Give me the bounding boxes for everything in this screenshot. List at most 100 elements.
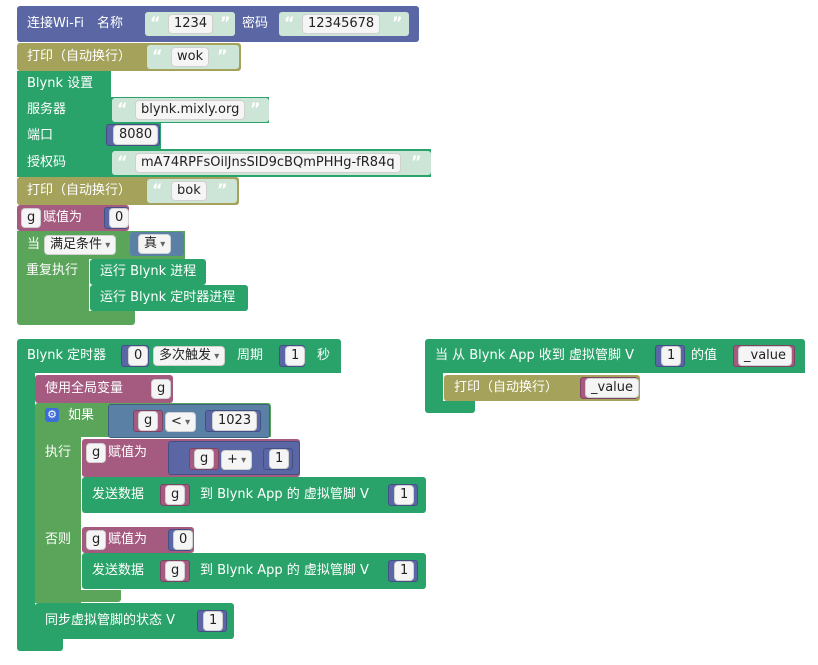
- compare-var-field[interactable]: g: [138, 411, 159, 431]
- quote-open-icon: “: [152, 46, 163, 65]
- quote-open-icon: “: [284, 13, 295, 32]
- quote-open-icon: “: [117, 99, 128, 118]
- else-var-field[interactable]: g: [86, 530, 107, 550]
- wifi-title: 连接Wi-Fi: [27, 16, 85, 31]
- else-assign-label: 赋值为: [108, 532, 148, 547]
- if-label: 如果: [68, 408, 95, 423]
- send2-suffix: 到 Blynk App 的 虚拟管脚 V: [200, 563, 369, 578]
- assign-var-field[interactable]: g: [86, 443, 107, 463]
- wifi-password-field[interactable]: 12345678: [302, 14, 381, 34]
- print-value-field[interactable]: wok: [171, 47, 210, 67]
- while-loop-footer: [17, 311, 135, 325]
- blynk-auth-string: “ mA74RPFsOilJnsSID9cBQmPHHg-fR84q ”: [112, 151, 431, 175]
- run-timer-block[interactable]: 运行 Blynk 定时器进程: [90, 285, 248, 311]
- while-loop-body-rail: [17, 259, 89, 311]
- assign-block-g-plus[interactable]: g 赋值为 g + 1: [82, 439, 300, 477]
- assign-number: 0: [104, 207, 130, 229]
- receive-print-block[interactable]: 打印（自动换行） _value: [444, 375, 640, 401]
- blynk-server-label: 服务器: [27, 102, 67, 117]
- send-label: 发送数据: [92, 487, 145, 502]
- blynk-server-string: “ blynk.mixly.org ”: [112, 98, 269, 122]
- print-value-field[interactable]: bok: [171, 181, 207, 201]
- send-var-block: g: [160, 484, 190, 506]
- receive-label: 当 从 Blynk App 收到 虚拟管脚 V: [435, 348, 635, 363]
- assign-block-else[interactable]: g 赋值为 0: [82, 527, 194, 553]
- wifi-password-string: “ 12345678 ”: [279, 12, 409, 36]
- gear-icon[interactable]: ⚙: [45, 408, 59, 422]
- print-block-wok[interactable]: 打印（自动换行） “ wok ”: [17, 43, 241, 71]
- send-data-block[interactable]: 发送数据 g 到 Blynk App 的 虚拟管脚 V 1: [82, 477, 426, 513]
- run-timer-label: 运行 Blynk 定时器进程: [100, 290, 236, 305]
- print-string: “ wok ”: [147, 45, 239, 69]
- receive-pin-field[interactable]: 1: [661, 346, 682, 366]
- send-data-block-2[interactable]: 发送数据 g 到 Blynk App 的 虚拟管脚 V 1: [82, 553, 426, 589]
- receive-param-field[interactable]: _value: [738, 346, 793, 366]
- send-var-field[interactable]: g: [165, 485, 186, 505]
- timer-title: Blynk 定时器: [27, 348, 107, 363]
- arith-block: g + 1: [168, 441, 300, 475]
- send-suffix: 到 Blynk App 的 虚拟管脚 V: [200, 487, 369, 502]
- condition-select[interactable]: 满足条件: [44, 235, 117, 255]
- if-footer: [35, 590, 121, 602]
- else-value-block: 0: [168, 529, 194, 551]
- receive-print-var: _value: [580, 377, 640, 399]
- print-label: 打印（自动换行）: [27, 49, 132, 64]
- receive-pin-block: 1: [655, 345, 685, 367]
- receive-param-block: _value: [733, 345, 795, 367]
- arith-value-block: 1: [263, 448, 293, 470]
- global-var-block[interactable]: 使用全局变量 g: [35, 375, 173, 403]
- arith-value-field[interactable]: 1: [269, 449, 290, 469]
- quote-open-icon: “: [150, 13, 161, 32]
- timer-body-rail: [17, 373, 35, 637]
- timer-period-number: 1: [279, 345, 306, 367]
- receive-print-label: 打印（自动换行）: [454, 380, 559, 395]
- if-rail: [35, 437, 81, 603]
- compare-block: g < 1023: [108, 404, 270, 438]
- timer-no-field[interactable]: 0: [128, 346, 149, 366]
- assign-value-field[interactable]: 0: [109, 208, 130, 228]
- blynk-auth-field[interactable]: mA74RPFsOilJnsSID9cBQmPHHg-fR84q: [135, 153, 401, 173]
- assign-label: 赋值为: [43, 210, 83, 225]
- wifi-password-label: 密码: [242, 16, 269, 31]
- send2-var-field[interactable]: g: [165, 561, 186, 581]
- run-blynk-block[interactable]: 运行 Blynk 进程: [90, 259, 206, 285]
- receive-print-field[interactable]: _value: [585, 378, 640, 398]
- var-name-field[interactable]: g: [21, 208, 42, 228]
- repeat-label: 重复执行: [26, 263, 79, 278]
- timer-period-field[interactable]: 1: [285, 346, 306, 366]
- arith-op-select[interactable]: +: [221, 450, 253, 470]
- global-var-label: 使用全局变量: [45, 381, 124, 396]
- blynk-port-number: 8080: [106, 124, 160, 146]
- sync-pin-field[interactable]: 1: [203, 611, 224, 631]
- run-blynk-label: 运行 Blynk 进程: [100, 264, 197, 279]
- assign-block-g0[interactable]: g 赋值为 0: [17, 205, 130, 231]
- bool-select[interactable]: 真: [138, 234, 172, 254]
- bool-block: 真: [130, 232, 184, 256]
- compare-op-select[interactable]: <: [165, 412, 197, 432]
- timer-no-number: 0: [121, 345, 149, 367]
- assign-label: 赋值为: [108, 445, 148, 460]
- quote-open-icon: “: [117, 152, 128, 171]
- send-pin-field[interactable]: 1: [394, 485, 415, 505]
- print-block-bok[interactable]: 打印（自动换行） “ bok ”: [17, 177, 239, 205]
- wifi-name-field[interactable]: 1234: [168, 14, 214, 34]
- compare-value-block: 1023: [205, 410, 261, 432]
- blynk-setup-title: Blynk 设置: [27, 76, 94, 91]
- arith-var-field[interactable]: g: [194, 449, 215, 469]
- timer-footer: [17, 637, 63, 651]
- send2-pin-field[interactable]: 1: [394, 561, 415, 581]
- else-value-field[interactable]: 0: [173, 530, 194, 550]
- quote-close-icon: ”: [392, 13, 403, 32]
- blynk-port-field[interactable]: 8080: [113, 125, 159, 145]
- timer-mode-select[interactable]: 多次触发: [153, 346, 226, 366]
- blynk-receive-block[interactable]: 当 从 Blynk App 收到 虚拟管脚 V 1 的值 _value: [425, 339, 805, 373]
- quote-close-icon: ”: [217, 180, 228, 199]
- sync-pin-block[interactable]: 同步虚拟管脚的状态 V 1: [35, 603, 234, 639]
- wifi-connect-block[interactable]: 连接Wi-Fi 名称 “ 1234 ” 密码 “ 12345678 ”: [17, 6, 419, 42]
- send-pin-block: 1: [388, 484, 418, 506]
- compare-value-field[interactable]: 1023: [212, 411, 258, 431]
- blynk-server-field[interactable]: blynk.mixly.org: [135, 100, 246, 120]
- blynk-timer-block[interactable]: Blynk 定时器 0 多次触发 周期 1 秒: [17, 339, 341, 373]
- arith-var-block: g: [189, 448, 219, 470]
- global-var-field[interactable]: g: [151, 379, 172, 399]
